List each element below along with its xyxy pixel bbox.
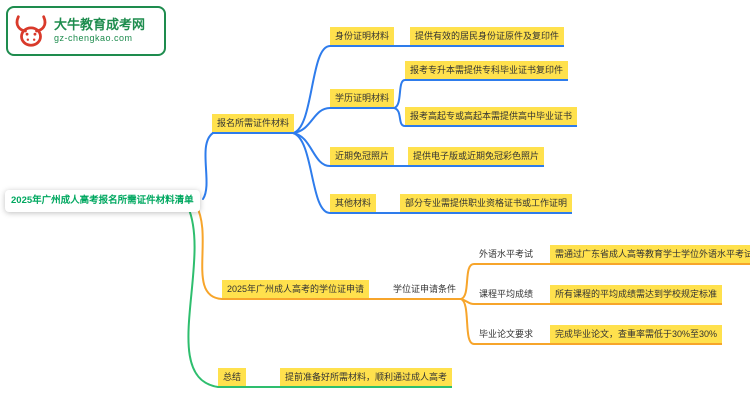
- root-topic: 2025年广州成人高考报名所需证件材料清单: [5, 190, 200, 212]
- connector-branch1-to-id: [292, 45, 331, 134]
- connector-cond-to-lang: [460, 263, 475, 300]
- node-id-proof: 身份证明材料: [330, 27, 395, 47]
- leaf-photo-desc: 提供电子版或近期免冠彩色照片: [408, 147, 545, 167]
- bull-logo-icon: [15, 15, 47, 47]
- branch-summary: 总结: [218, 368, 247, 388]
- site-logo: 大牛教育成考网 gz-chengkao.com: [6, 6, 166, 56]
- node-foreign-language-test: 外语水平考试: [474, 245, 539, 265]
- connector-edu-to-leaf2: [393, 107, 406, 127]
- node-course-average: 课程平均成绩: [474, 285, 539, 305]
- connector-root-to-branch1: [202, 132, 214, 200]
- connector-edu-to-leaf1: [393, 79, 406, 109]
- connector-branch1-to-edu: [292, 107, 331, 134]
- node-other-materials: 其他材料: [330, 194, 377, 214]
- connector-root-to-branch2: [195, 204, 223, 300]
- leaf-course-average-desc: 所有课程的平均成绩需达到学校规定标准: [550, 285, 723, 305]
- leaf-education-desc-2: 报考高起专或高起本需提供高中毕业证书: [405, 107, 578, 127]
- leaf-education-desc-1: 报考专升本需提供专科毕业证书复印件: [405, 61, 569, 81]
- branch-required-documents: 报名所需证件材料: [212, 114, 295, 134]
- connector-root-to-branch3: [187, 206, 219, 388]
- leaf-foreign-language-desc: 需通过广东省成人高等教育学士学位外语水平考试: [550, 245, 750, 265]
- node-education-proof: 学历证明材料: [330, 89, 395, 109]
- connector-cond-to-course: [460, 298, 475, 305]
- leaf-id-proof-desc: 提供有效的居民身份证原件及复印件: [410, 27, 565, 47]
- connector-cond-to-thesis: [460, 298, 475, 345]
- leaf-thesis-requirement-desc: 完成毕业论文，查重率需低于30%至30%: [550, 325, 723, 345]
- logo-domain: gz-chengkao.com: [54, 33, 133, 44]
- leaf-other-materials-desc: 部分专业需提供职业资格证书或工作证明: [400, 194, 573, 214]
- connector-branch1-to-photo: [292, 132, 331, 167]
- logo-title: 大牛教育成考网: [54, 17, 146, 33]
- node-degree-conditions: 学位证申请条件: [388, 280, 462, 300]
- node-thesis-requirement: 毕业论文要求: [474, 325, 539, 345]
- leaf-summary-desc: 提前准备好所需材料，顺利通过成人高考: [280, 368, 453, 388]
- node-photo: 近期免冠照片: [330, 147, 395, 167]
- branch-degree-application: 2025年广州成人高考的学位证申请: [222, 280, 370, 300]
- connector-branch1-to-other: [292, 132, 331, 214]
